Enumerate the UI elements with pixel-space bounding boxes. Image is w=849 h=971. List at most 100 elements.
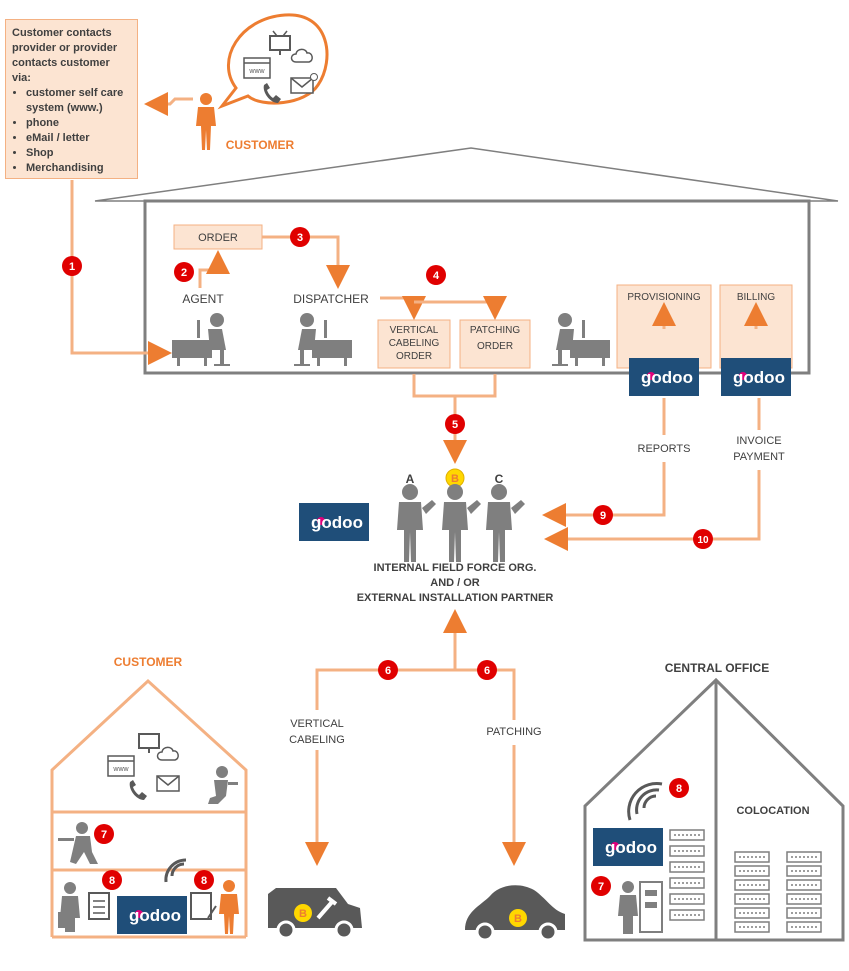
- technician-icon: [58, 882, 80, 932]
- patching-order-line-1: PATCHING: [470, 325, 520, 336]
- step-badge: [445, 414, 465, 434]
- contact-channels-box: Customer contacts provider or provider c…: [5, 19, 138, 179]
- vertical-cabeling-order-box: [377, 319, 451, 369]
- patching-order-line-2: ORDER: [477, 341, 513, 352]
- step-number: 7: [598, 881, 604, 893]
- email-icon: [156, 775, 180, 792]
- logo-text: godoo: [641, 368, 693, 387]
- customer-person-icon: [196, 93, 216, 150]
- monitor-icon: [269, 30, 291, 55]
- godoo-logo-field-force: godoo: [299, 503, 369, 541]
- step-number: 5: [452, 419, 458, 431]
- car-icon: B: [465, 885, 565, 942]
- customer-person-icon: [219, 880, 239, 934]
- step-badge: [477, 660, 497, 680]
- cloud-icon: [156, 746, 179, 761]
- field-force-line-2: AND / OR: [430, 577, 480, 589]
- step-badge: [194, 870, 214, 890]
- patching-order-box: [459, 319, 531, 369]
- technician-icon: [442, 484, 481, 562]
- browser-icon: www: [243, 57, 271, 79]
- vertical-cabeling-order-line-2: CABELING: [389, 338, 440, 349]
- installer-kneeling-icon: [58, 822, 98, 864]
- payment-label: PAYMENT: [733, 451, 785, 463]
- van-badge-label: B: [299, 908, 307, 920]
- worker-a-label: A: [406, 472, 415, 486]
- customer-house-icon: [50, 678, 248, 939]
- central-office-label: CENTRAL OFFICE: [665, 661, 769, 675]
- step-badge: [62, 256, 82, 276]
- central-office-building: [583, 677, 845, 942]
- logo-text: godoo: [733, 368, 785, 387]
- step-badge: [378, 660, 398, 680]
- wifi-icon: [164, 858, 187, 883]
- step-number: 8: [676, 783, 682, 795]
- clipboard-icon: [88, 892, 110, 920]
- field-force-line-1: INTERNAL FIELD FORCE ORG.: [374, 562, 537, 574]
- channel-item: Shop: [26, 146, 131, 161]
- channel-item: eMail / letter: [26, 131, 131, 146]
- step-badge: [591, 876, 611, 896]
- godoo-logo-billing: godoo: [721, 358, 791, 396]
- installer-kneeling-icon: [208, 766, 238, 804]
- car-badge-label: B: [514, 913, 522, 925]
- step-badge: [593, 505, 613, 525]
- order-label: ORDER: [198, 232, 238, 244]
- godoo-logo-central-office: godoo: [593, 828, 663, 866]
- vertical-cabeling-line-2: CABELING: [289, 734, 345, 746]
- step-number: 8: [109, 875, 115, 887]
- email-icon: [290, 73, 318, 94]
- step-number: 3: [297, 232, 303, 244]
- wifi-icon: [627, 782, 663, 821]
- provisioning-label: PROVISIONING: [627, 292, 701, 303]
- monitor-icon: [138, 733, 160, 753]
- vertical-cabeling-order-line-3: ORDER: [396, 351, 432, 362]
- vertical-cabeling-order-line-1: VERTICAL: [390, 325, 439, 336]
- patching-label: PATCHING: [486, 726, 541, 738]
- invoice-label: INVOICE: [736, 435, 781, 447]
- step-number: 10: [697, 535, 709, 546]
- step-badge: [94, 824, 114, 844]
- step-number: 8: [201, 875, 207, 887]
- step-badge: [102, 870, 122, 890]
- step-badge: [174, 262, 194, 282]
- technician-icon: [397, 484, 436, 562]
- step-number: 6: [385, 665, 391, 677]
- reports-label: REPORTS: [638, 443, 691, 455]
- cloud-icon: [290, 48, 313, 63]
- billing-label: BILLING: [737, 292, 776, 303]
- worker-c-label: C: [495, 472, 504, 486]
- order-box: [173, 224, 263, 250]
- technician-icon: [618, 881, 663, 934]
- vertical-cabeling-line-1: VERTICAL: [290, 718, 344, 730]
- step-number: 9: [600, 510, 606, 522]
- step-badge: [669, 778, 689, 798]
- colocation-label: COLOCATION: [736, 805, 809, 817]
- field-force-line-3: EXTERNAL INSTALLATION PARTNER: [357, 592, 554, 604]
- van-icon: B: [268, 888, 362, 940]
- contact-channels-list: customer self care system (www.) phone e…: [12, 86, 131, 176]
- channel-item: customer self care system (www.): [26, 86, 131, 116]
- agent-label: AGENT: [182, 292, 224, 306]
- phone-icon: [129, 780, 147, 800]
- dispatcher-label: DISPATCHER: [293, 292, 369, 306]
- customer-top-label: CUSTOMER: [226, 138, 295, 152]
- technician-icon: [486, 484, 525, 562]
- signing-document-icon: [190, 892, 217, 920]
- channel-item: phone: [26, 116, 131, 131]
- step-number: 1: [69, 261, 75, 273]
- step-number: 2: [181, 267, 187, 279]
- step-number: 7: [101, 829, 107, 841]
- step-badge: [290, 227, 310, 247]
- step-number: 6: [484, 665, 490, 677]
- browser-www-text: www: [248, 68, 265, 75]
- step-number: 4: [433, 270, 440, 282]
- browser-icon: www: [107, 755, 135, 777]
- phone-icon: [263, 83, 281, 103]
- channel-item: Merchandising: [26, 161, 131, 176]
- contact-channels-bubble: www: [217, 13, 329, 110]
- step-badge: [693, 529, 713, 549]
- godoo-logo-customer: godoo: [117, 896, 187, 934]
- logo-text: godoo: [605, 838, 657, 857]
